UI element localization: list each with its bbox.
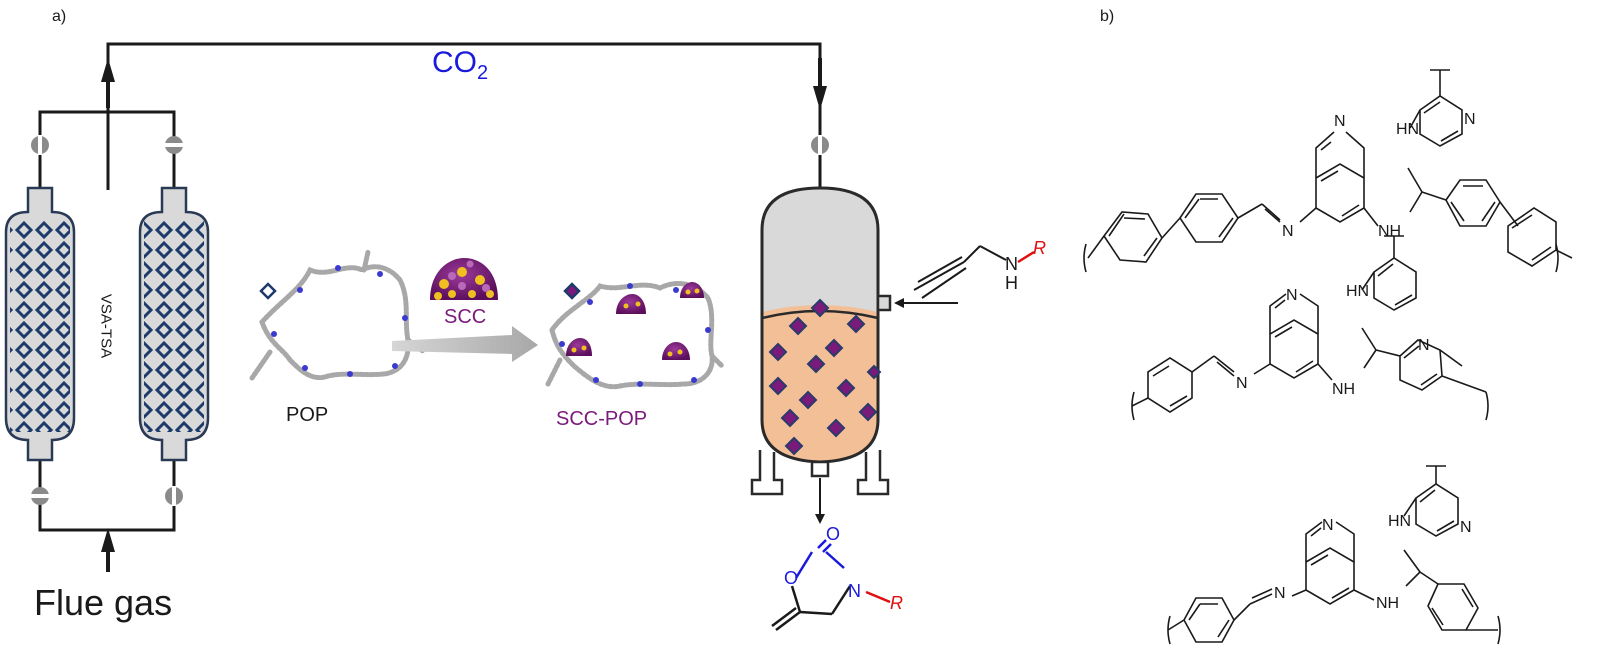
scc-pop-label: SCC-POP: [556, 408, 648, 430]
r-group-label: R: [1033, 238, 1046, 258]
pop-nitrogen-atoms: [271, 265, 408, 377]
polymer-structure-2: [1131, 235, 1489, 421]
adsorber-column-left: [4, 186, 76, 462]
embedded-scc-icon: [566, 338, 592, 356]
flue-gas-label: Flue gas: [34, 582, 173, 623]
atom-nh: NH: [1332, 381, 1355, 398]
panel-b-label: b): [1100, 8, 1115, 25]
valve-icon: [164, 136, 184, 154]
atom-nh: NH: [1378, 223, 1401, 240]
embedded-scc-icon: [616, 294, 646, 314]
scc-pop-framework: [545, 281, 725, 390]
atom-n: N: [1418, 337, 1430, 354]
atom-n: N: [1322, 517, 1334, 534]
panel-a-label: a): [52, 8, 67, 25]
product-outlet-arrow: [815, 478, 825, 524]
ring-n-atom: N: [848, 581, 861, 601]
adsorber-column-right: [138, 186, 210, 462]
valve-icon: [165, 486, 183, 506]
reactor-vessel: [750, 160, 892, 496]
embedded-scc-icon: [662, 342, 690, 360]
co2-subscript: 2: [477, 62, 489, 84]
valve-icon: [31, 135, 49, 155]
propargylamine-structure: [913, 245, 1007, 299]
polymer-structure-1-atoms: N N NH HN N: [1282, 111, 1476, 240]
adsorber-label: VSA-TSA: [97, 293, 115, 359]
embedded-scc-icon: [680, 282, 704, 298]
oxazolidinone-structure: [771, 539, 852, 631]
atom-n: N: [1274, 585, 1286, 602]
atom-n: N: [1286, 287, 1298, 304]
atom-n: N: [1236, 375, 1248, 392]
small-filled-diamond-icon: [563, 282, 581, 300]
polymer-structure-3: [1167, 465, 1501, 645]
product-r-bond: [865, 590, 891, 604]
atom-nh: NH: [1376, 595, 1399, 612]
pyridine-ring: [1315, 131, 1365, 178]
product-r-label: R: [890, 593, 903, 613]
scc-pop-nitrogen-atoms: [559, 283, 711, 387]
atom-hn: HN: [1396, 121, 1419, 138]
amine-h-atom: H: [1005, 273, 1018, 293]
small-diamond-icon: [259, 282, 277, 300]
atom-n: N: [1460, 519, 1472, 536]
co2-text: CO: [432, 46, 477, 79]
polymer-structure-1: [1083, 69, 1573, 273]
amine-n-atom: N: [1005, 254, 1018, 274]
reactant-feed-arrow: [894, 298, 958, 308]
scc-cluster: [430, 258, 498, 300]
pop-label: POP: [286, 404, 329, 426]
atom-hn: HN: [1388, 513, 1411, 530]
atom-hn: HN: [1346, 283, 1369, 300]
polymer-structure-3-atoms: N N NH HN N: [1274, 513, 1472, 612]
valve-icon: [30, 487, 50, 505]
atom-n: N: [1282, 223, 1294, 240]
polymer-structure-2-atoms: N N NH HN N: [1236, 283, 1430, 398]
valve-icon: [811, 135, 829, 155]
atom-n: N: [1334, 113, 1346, 130]
ring-o-atom: O: [784, 568, 798, 588]
flow-arrows: [101, 58, 827, 572]
co2-label: CO2: [432, 46, 488, 85]
atom-n: N: [1464, 111, 1476, 128]
reactor-catalyst-particles: [768, 298, 882, 456]
conversion-arrow: [392, 326, 538, 362]
scc-label: SCC: [444, 306, 487, 328]
r-bond: [1017, 250, 1035, 264]
carbonyl-o-atom: O: [826, 524, 840, 544]
